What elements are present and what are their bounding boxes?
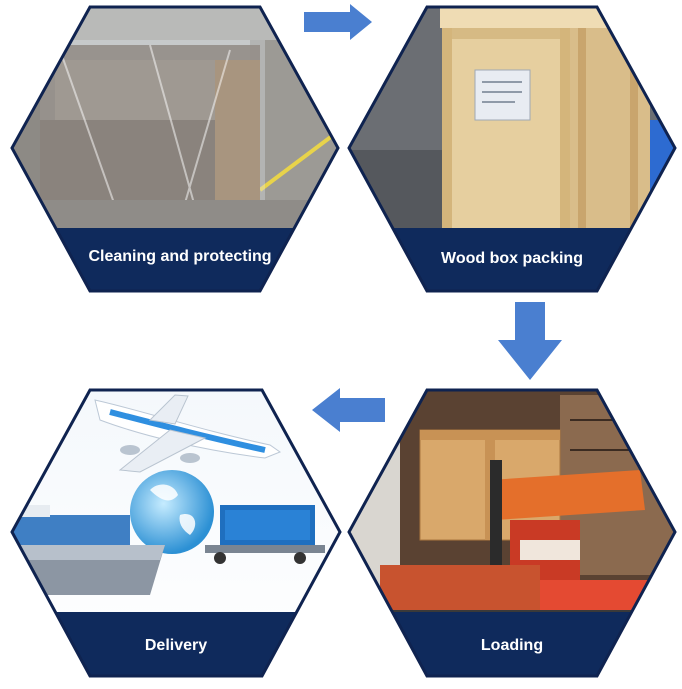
step-delivery: [10, 388, 342, 678]
down-arrow-icon: [498, 302, 562, 380]
cargo-ship-icon: [12, 505, 165, 595]
right-arrow-icon: [304, 4, 372, 40]
step-label-woodbox: Wood box packing: [441, 250, 583, 267]
left-arrow-icon: [312, 388, 385, 432]
hexagon-frame: [347, 388, 677, 678]
step-label-delivery: Delivery: [144, 637, 208, 654]
hexagon-frame: [10, 5, 340, 293]
airplane-icon: [94, 394, 282, 473]
step-loading: [347, 388, 677, 678]
step-label-cleaning: Cleaning and protecting: [88, 248, 272, 265]
hexagon-frame: [347, 5, 677, 293]
hexagon-frame: [10, 388, 342, 678]
step-label-loading: Loading: [480, 637, 544, 654]
globe-icon: [130, 470, 214, 554]
